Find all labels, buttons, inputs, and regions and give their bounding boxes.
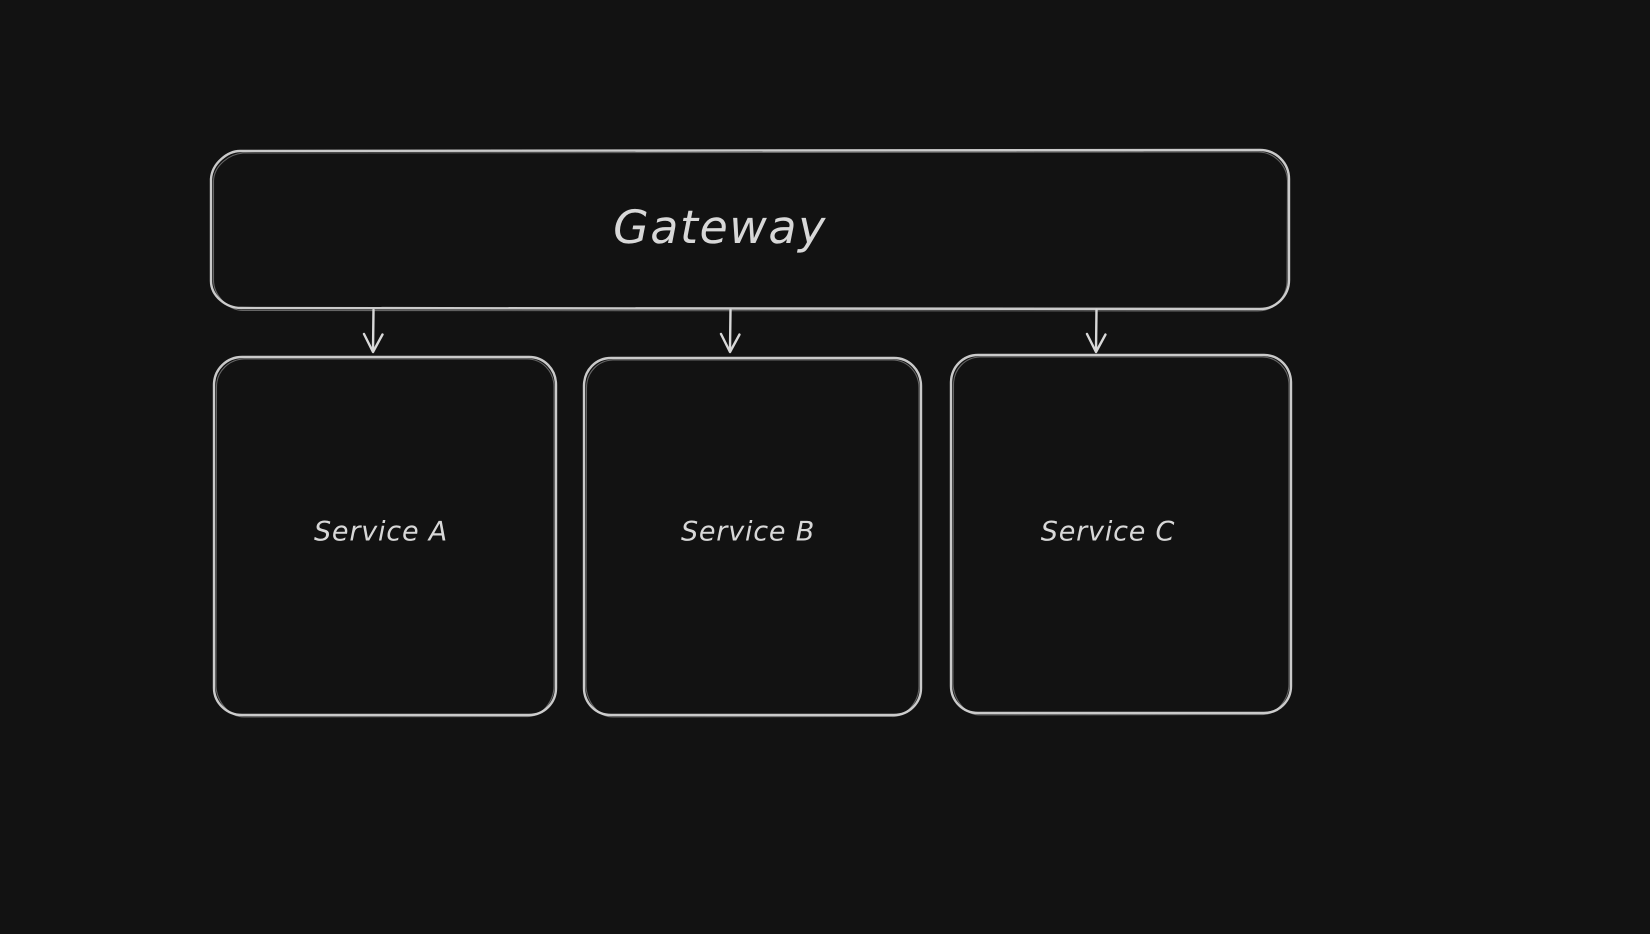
service-b-box-outline-sketch [585,359,920,718]
service-c-box-outline-sketch [952,356,1290,716]
edge-arrowhead-c [1085,332,1107,354]
edge-arrowhead-b [719,332,741,354]
service-a-box-outline [212,355,558,717]
service-b-box-outline [582,356,923,717]
edge-gateway-to-service-c[interactable] [1085,308,1107,354]
edge-gateway-to-service-b[interactable] [719,308,741,354]
edge-gateway-to-service-a[interactable] [362,308,384,354]
edge-line-a [371,308,375,352]
edge-arrowhead-a [362,332,384,354]
gateway-box-outline [209,148,1291,311]
node-service-b[interactable] [582,356,923,718]
node-service-a[interactable] [212,355,558,718]
node-gateway[interactable] [209,148,1291,312]
node-label-gateway: Gateway [613,200,827,254]
node-service-c[interactable] [949,353,1293,716]
service-a-box-outline-sketch [215,358,555,718]
edge-line-c [1094,308,1098,352]
edge-line-b [728,308,732,352]
node-label-service-c: Service C [1040,516,1176,548]
node-label-service-b: Service B [680,516,816,548]
node-label-service-a: Service A [313,516,449,548]
gateway-box-outline-sketch [212,151,1289,312]
service-c-box-outline [949,353,1293,715]
